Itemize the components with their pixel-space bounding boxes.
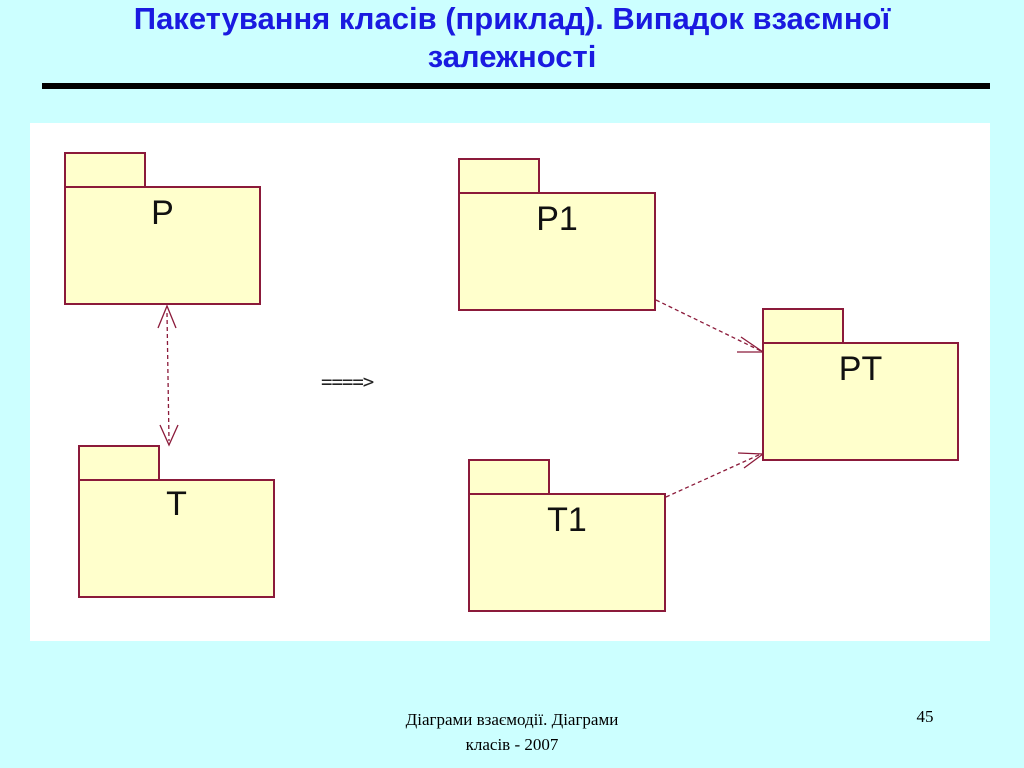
page-number: 45 — [916, 707, 934, 726]
slide-footer: Діаграми взаємодії. Діаграми класів - 20… — [372, 707, 652, 757]
dependency-lines — [157, 299, 766, 498]
package-p1-name: P1 — [536, 200, 578, 238]
package-pt: PT — [762, 342, 959, 461]
package-pt-name: PT — [838, 350, 883, 388]
package-t-name: T — [166, 485, 187, 523]
footer-line-2: класів - 2007 — [465, 735, 559, 754]
footer-line-1: Діаграми взаємодії. Діаграми — [405, 710, 619, 729]
slide-title-line-1: Пакетування класів (приклад). Випадок вз… — [133, 1, 891, 36]
slide-title-line-2: залежності — [427, 39, 597, 74]
package-p: P — [64, 186, 261, 305]
package-t: T — [78, 479, 275, 598]
dependency-t1-pt-line — [665, 453, 762, 498]
arrowhead-t1-pt — [737, 452, 765, 469]
package-t1-tab — [468, 459, 550, 495]
arrowhead-to-t — [159, 424, 179, 447]
package-p1-tab — [458, 158, 540, 194]
title-divider — [42, 83, 990, 89]
arrowhead-p1-pt — [737, 336, 766, 353]
package-t1-name: T1 — [547, 501, 587, 539]
package-t-tab — [78, 445, 160, 481]
transform-arrow: ====> — [321, 371, 374, 393]
package-p-name: P — [151, 194, 174, 232]
diagram-canvas: P T P1 T1 PT ====> — [30, 123, 990, 641]
package-t1: T1 — [468, 493, 666, 612]
arrowhead-to-p — [157, 304, 177, 329]
dependency-p-t-line — [166, 312, 170, 442]
package-pt-tab — [762, 308, 844, 344]
package-p1: P1 — [458, 192, 656, 311]
package-p-tab — [64, 152, 146, 188]
slide-title: Пакетування класів (приклад). Випадок вз… — [0, 0, 1024, 76]
dependency-p1-pt-line — [655, 299, 762, 352]
